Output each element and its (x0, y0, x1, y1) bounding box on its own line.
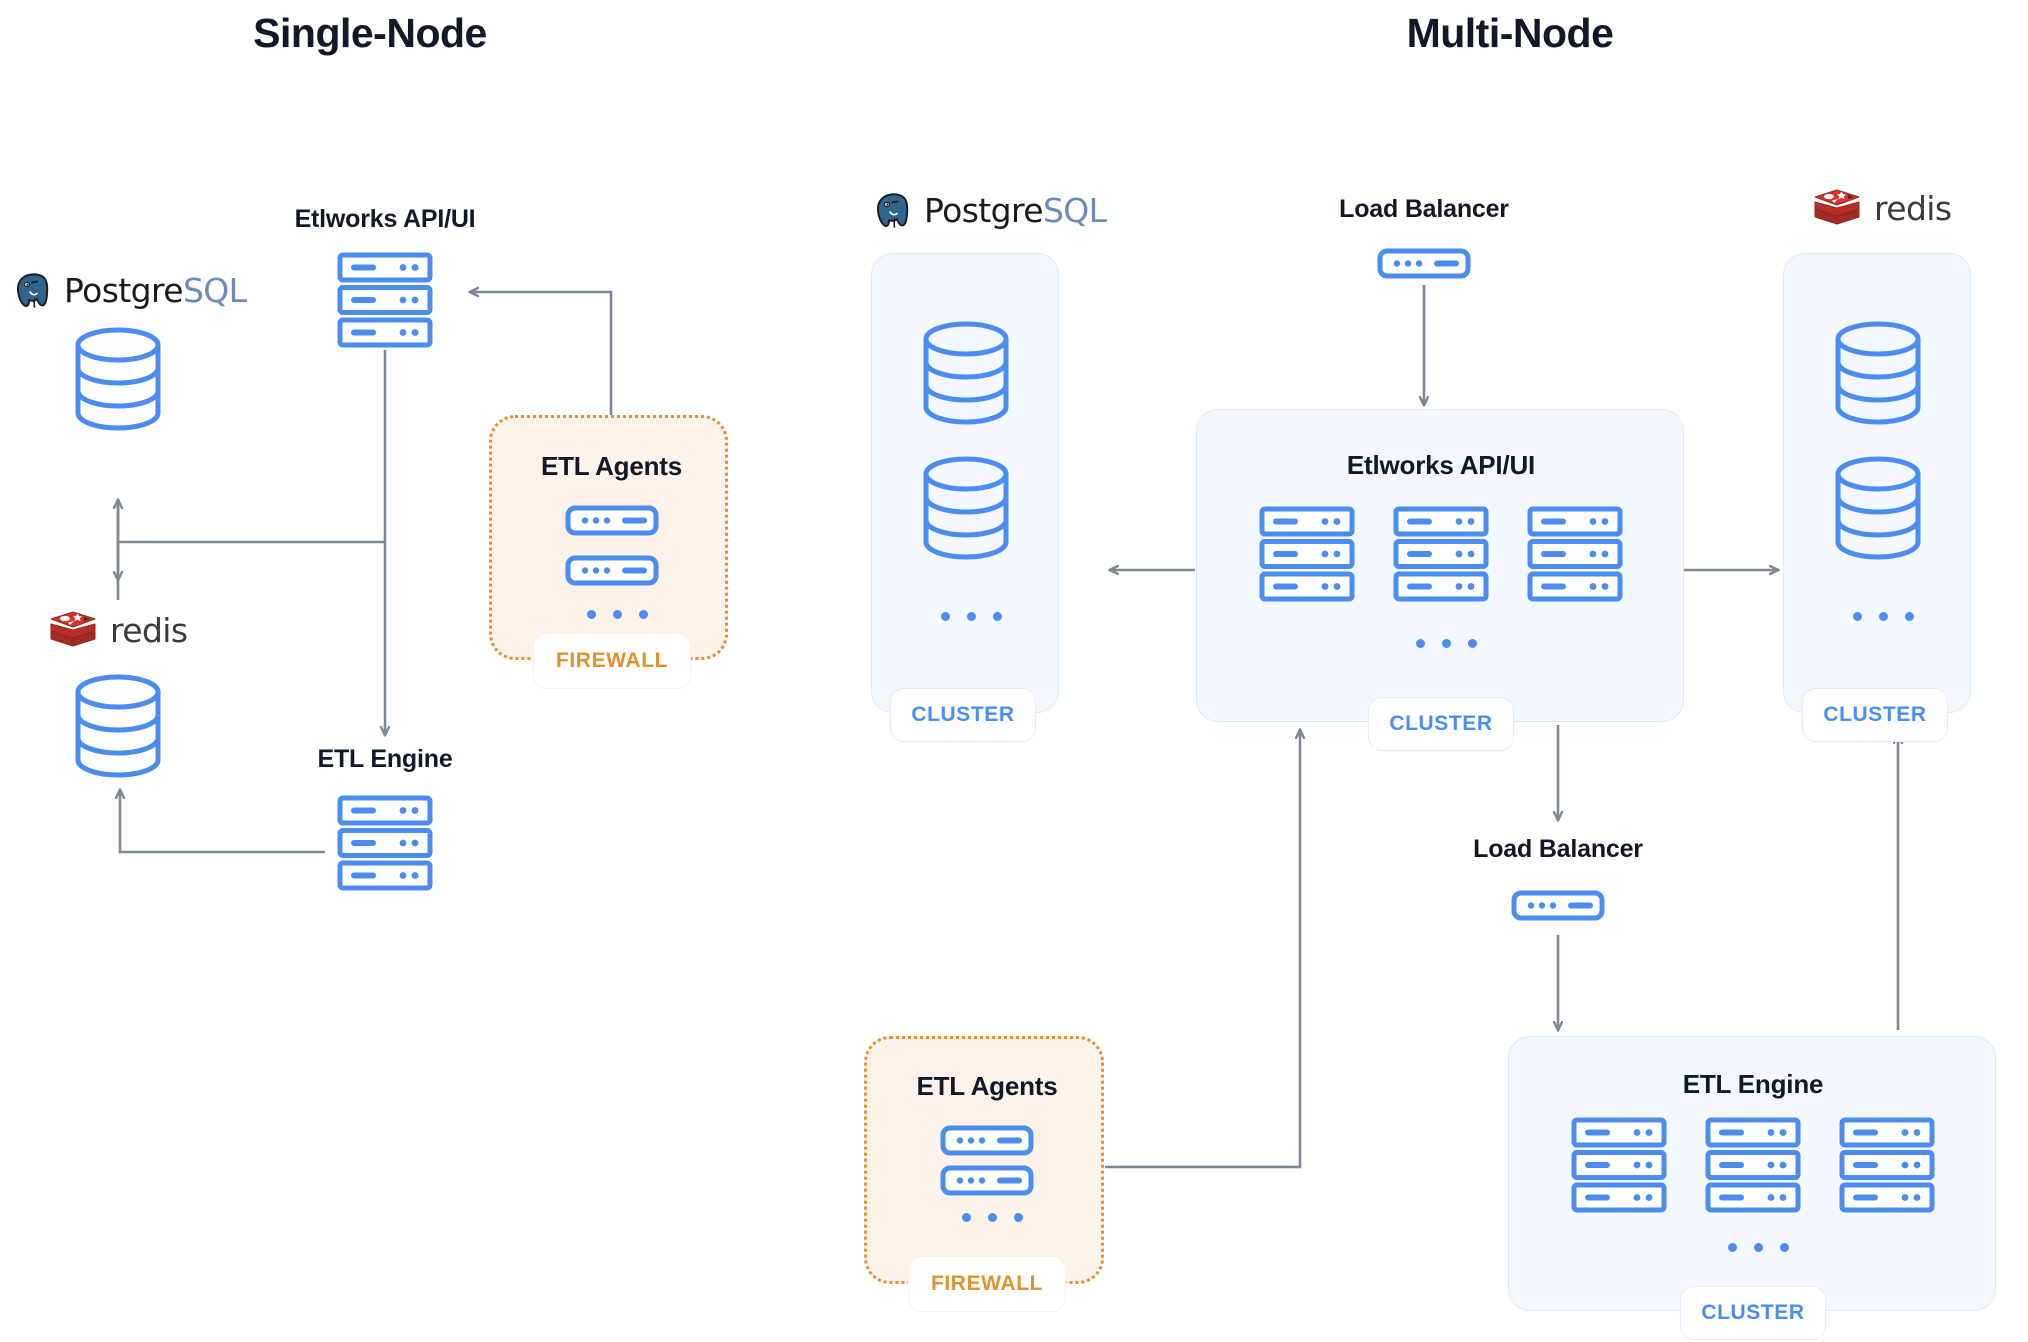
ellipsis-dots-postgres-cluster (941, 612, 1002, 621)
server-stack-api-ui-multi-1 (1259, 506, 1355, 602)
redis-database-cylinder-single (72, 672, 164, 784)
redis-logo-single: redis (48, 608, 188, 652)
label-load-balancer-top: Load Balancer (1339, 195, 1509, 223)
label-etl-agents-multi: ETL Agents (916, 1071, 1058, 1101)
redis-logo-multi: redis (1812, 186, 1952, 230)
redis-logo-text: redis (110, 610, 188, 650)
server-stack-api-ui-single (337, 252, 433, 348)
label-etlworks-api-ui-multi: Etlworks API/UI (1346, 450, 1536, 480)
load-balancer-icon-bottom (1511, 890, 1605, 921)
cluster-badge-api-ui: CLUSTER (1368, 697, 1514, 751)
redis-cluster-cylinder-2 (1832, 454, 1924, 566)
etl-engine-cluster-box: ETL Engine (1508, 1036, 1996, 1340)
postgres-logo-text-blue-multi: SQL (1042, 190, 1107, 230)
postgres-logo-multi: PostgreSQL (872, 190, 1107, 230)
postgres-logo-text-blue: SQL (182, 270, 247, 310)
server-stack-etl-engine-single (337, 795, 433, 891)
postgres-logo-text: PostgreSQL (64, 270, 247, 310)
cluster-badge-redis: CLUSTER (1802, 688, 1948, 742)
postgres-logo-text-multi: PostgreSQL (924, 190, 1107, 230)
ellipsis-dots-redis-cluster (1853, 612, 1914, 621)
cluster-badge-etl-engine: CLUSTER (1680, 1286, 1826, 1340)
load-balancer-icon-top (1377, 248, 1471, 279)
agent-server-icon-multi-2 (940, 1165, 1034, 1196)
postgres-logo-text-dark: Postgre (64, 270, 184, 310)
redis-cluster-cylinder-1 (1832, 319, 1924, 431)
ellipsis-dots-agents-single (587, 610, 648, 619)
ellipsis-dots-api-ui-cluster (1416, 639, 1477, 648)
label-etl-agents-single: ETL Agents (540, 451, 682, 481)
ellipsis-dots-agents-multi (962, 1213, 1023, 1222)
agent-server-icon-single-1 (565, 505, 659, 536)
label-load-balancer-bottom: Load Balancer (1473, 835, 1643, 863)
postgres-cluster-cylinder-1 (920, 319, 1012, 431)
ellipsis-dots-etl-engine-cluster (1728, 1243, 1789, 1252)
arrow-agents-to-apiui-multi (1105, 730, 1300, 1169)
postgres-cluster-cylinder-2 (920, 454, 1012, 566)
panel-title-single-node: Single-Node (253, 10, 487, 56)
postgres-elephant-icon (12, 270, 52, 310)
label-etl-engine-multi: ETL Engine (1682, 1069, 1824, 1099)
redis-stack-icon (48, 608, 98, 652)
redis-logo-text-multi: redis (1874, 188, 1952, 228)
label-etlworks-api-ui-single: Etlworks API/UI (294, 205, 476, 233)
etl-agents-firewall-box-multi: ETL Agents FIREWALL (864, 1036, 1104, 1312)
agent-server-icon-multi-1 (940, 1125, 1034, 1156)
panel-title-multi-node: Multi-Node (1406, 10, 1614, 56)
postgres-elephant-icon-multi (872, 190, 912, 230)
redis-cluster-box: CLUSTER (1783, 253, 1971, 742)
postgres-logo-single: PostgreSQL (12, 270, 247, 310)
postgres-logo-text-dark-multi: Postgre (924, 190, 1044, 230)
server-stack-etl-engine-multi-2 (1705, 1117, 1801, 1213)
firewall-badge-multi: FIREWALL (908, 1256, 1066, 1312)
server-stack-etl-engine-multi-3 (1839, 1117, 1935, 1213)
postgres-cluster-box: CLUSTER (871, 253, 1059, 742)
etl-agents-firewall-box-single: ETL Agents FIREWALL (489, 415, 728, 689)
firewall-badge-single: FIREWALL (533, 633, 691, 689)
redis-stack-icon-multi (1812, 186, 1862, 230)
postgres-database-cylinder-single (72, 325, 164, 437)
etlworks-api-ui-cluster-box: Etlworks API/UI (1196, 409, 1684, 751)
arrow-engine-to-redis (120, 790, 325, 854)
cluster-badge-postgres: CLUSTER (890, 688, 1036, 742)
server-stack-api-ui-multi-3 (1527, 506, 1623, 602)
agent-server-icon-single-2 (565, 555, 659, 586)
server-stack-api-ui-multi-2 (1393, 506, 1489, 602)
label-etl-engine-single: ETL Engine (317, 745, 453, 773)
server-stack-etl-engine-multi-1 (1571, 1117, 1667, 1213)
arrow-agents-to-apiui (470, 292, 613, 425)
